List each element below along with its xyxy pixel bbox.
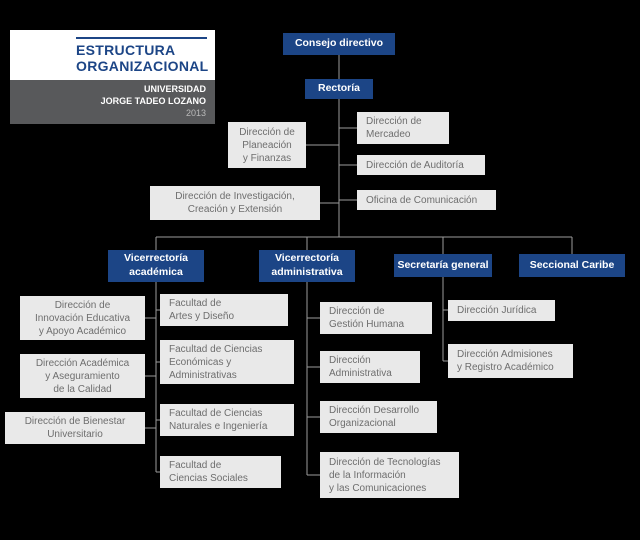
node-direccion-administrativa: Dirección Administrativa: [320, 351, 420, 383]
title-card-top: ESTRUCTURA ORGANIZACIONAL: [10, 30, 215, 81]
title-card: ESTRUCTURA ORGANIZACIONAL UNIVERSIDAD JO…: [10, 30, 215, 125]
title-card-bottom: UNIVERSIDAD JORGE TADEO LOZANO 2013: [10, 80, 215, 125]
node-direccion-bienestar: Dirección de Bienestar Universitario: [5, 412, 145, 444]
page-title-line2: ORGANIZACIONAL: [76, 58, 209, 75]
node-direccion-planeacion-finanzas: Dirección de Planeación y Finanzas: [228, 122, 306, 168]
node-direccion-investigacion: Dirección de Investigación, Creación y E…: [150, 186, 320, 220]
node-direccion-desarrollo-organizacional: Dirección Desarrollo Organizacional: [320, 401, 437, 433]
node-direccion-auditoria: Dirección de Auditoría: [357, 155, 485, 175]
title-rule: ESTRUCTURA ORGANIZACIONAL: [76, 37, 209, 75]
node-direccion-academica-calidad: Dirección Académica y Aseguramiento de l…: [20, 354, 145, 398]
node-oficina-comunicacion: Oficina de Comunicación: [357, 190, 496, 210]
node-seccional-caribe: Seccional Caribe: [519, 254, 625, 277]
node-direccion-innovacion-educativa: Dirección de Innovación Educativa y Apoy…: [20, 296, 145, 340]
node-facultad-artes-diseno: Facultad de Artes y Diseño: [160, 294, 288, 326]
node-direccion-juridica: Dirección Jurídica: [448, 300, 555, 321]
org-name-line1: UNIVERSIDAD: [143, 84, 206, 95]
node-facultad-ciencias-sociales: Facultad de Ciencias Sociales: [160, 456, 281, 488]
node-consejo-directivo: Consejo directivo: [283, 33, 395, 55]
node-facultad-ciencias-economicas: Facultad de Ciencias Económicas y Admini…: [160, 340, 294, 384]
page-title-line1: ESTRUCTURA: [76, 42, 176, 58]
year-label: 2013: [185, 107, 206, 118]
node-direccion-tecnologias: Dirección de Tecnologías de la Informaci…: [320, 452, 459, 498]
node-direccion-admisiones: Dirección Admisiones y Registro Académic…: [448, 344, 573, 378]
org-name-line2: JORGE TADEO LOZANO: [100, 95, 206, 106]
node-vicerrectoria-academica: Vicerrectoría académica: [108, 250, 204, 282]
node-vicerrectoria-administrativa: Vicerrectoría administrativa: [259, 250, 355, 282]
node-direccion-mercadeo: Dirección de Mercadeo: [357, 112, 449, 144]
node-direccion-gestion-humana: Dirección de Gestión Humana: [320, 302, 432, 334]
node-secretaria-general: Secretaría general: [394, 254, 492, 277]
node-facultad-ciencias-naturales: Facultad de Ciencias Naturales e Ingenie…: [160, 404, 294, 436]
node-rectoria: Rectoría: [305, 79, 373, 99]
